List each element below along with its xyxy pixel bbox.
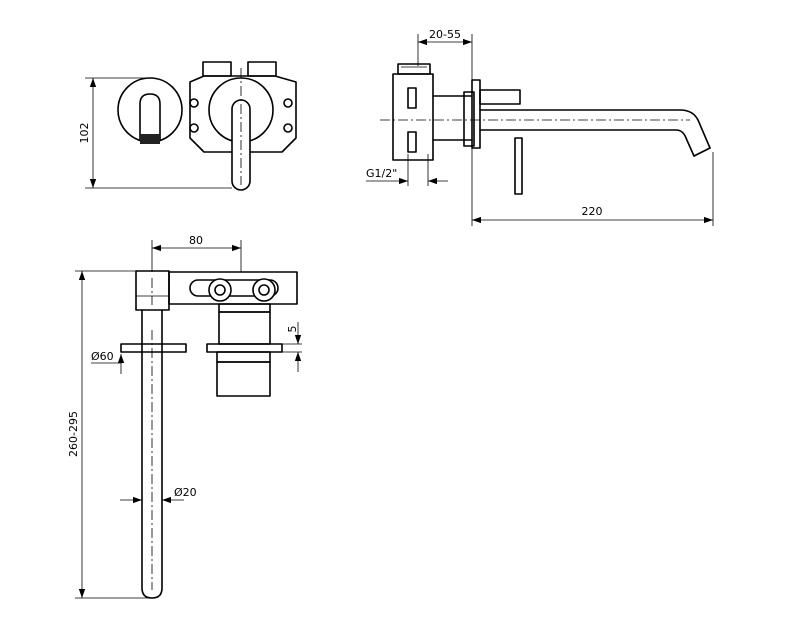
front-mixer-body [189, 75, 297, 153]
top-width-dimension: 80 [189, 234, 203, 247]
side-spout-tip [693, 147, 711, 157]
side-spout-lower [479, 129, 695, 157]
top-gap-dimension: 5 [286, 326, 299, 333]
side-body-slot [407, 87, 417, 109]
front-spout-outlet [139, 93, 161, 141]
side-view: 20-55 G1/2" 220 [366, 28, 714, 226]
front-screw [283, 123, 293, 133]
top-handle-collar [216, 351, 271, 363]
top-plate-diameter-dimension: Ø60 [91, 350, 114, 363]
top-handle-slot [189, 279, 279, 297]
top-handle-rosette [206, 343, 283, 353]
front-body-inlet-right [247, 61, 277, 77]
top-valve-left-inner [214, 284, 226, 296]
side-length-dimension: 220 [582, 205, 603, 218]
side-nut [463, 91, 475, 147]
side-thread-dimension: G1/2" [366, 167, 397, 180]
front-screw [189, 98, 199, 108]
top-valve-right [252, 278, 276, 302]
front-body-inlet-left [202, 61, 232, 77]
top-spout-plate [120, 343, 187, 353]
top-lever-handle [216, 361, 271, 397]
side-handle-hub [479, 89, 521, 105]
side-depth-dimension: 20-55 [429, 28, 461, 41]
top-length-dimension: 260-295 [67, 411, 80, 457]
front-spout-aerator [140, 134, 160, 144]
top-spout-diameter-dimension: Ø20 [174, 486, 197, 499]
side-rosette [471, 79, 481, 149]
top-view: 80 5 Ø60 Ø20 260-295 [67, 234, 302, 599]
front-spout-rosette [117, 77, 183, 143]
top-spout-body [135, 270, 170, 311]
top-valve-left [208, 278, 232, 302]
front-screw [189, 123, 199, 133]
top-cartridge-neck [218, 303, 271, 313]
side-lever-handle [514, 137, 523, 195]
side-body-slot [407, 131, 417, 153]
side-mixer-cap [397, 63, 431, 75]
front-view: 102 [78, 61, 297, 191]
front-screw [283, 98, 293, 108]
top-valve-right-inner [258, 284, 270, 296]
side-mixer-body [392, 73, 434, 161]
side-spout-upper [479, 109, 711, 149]
front-height-dimension: 102 [78, 123, 91, 144]
top-cartridge [218, 311, 271, 345]
